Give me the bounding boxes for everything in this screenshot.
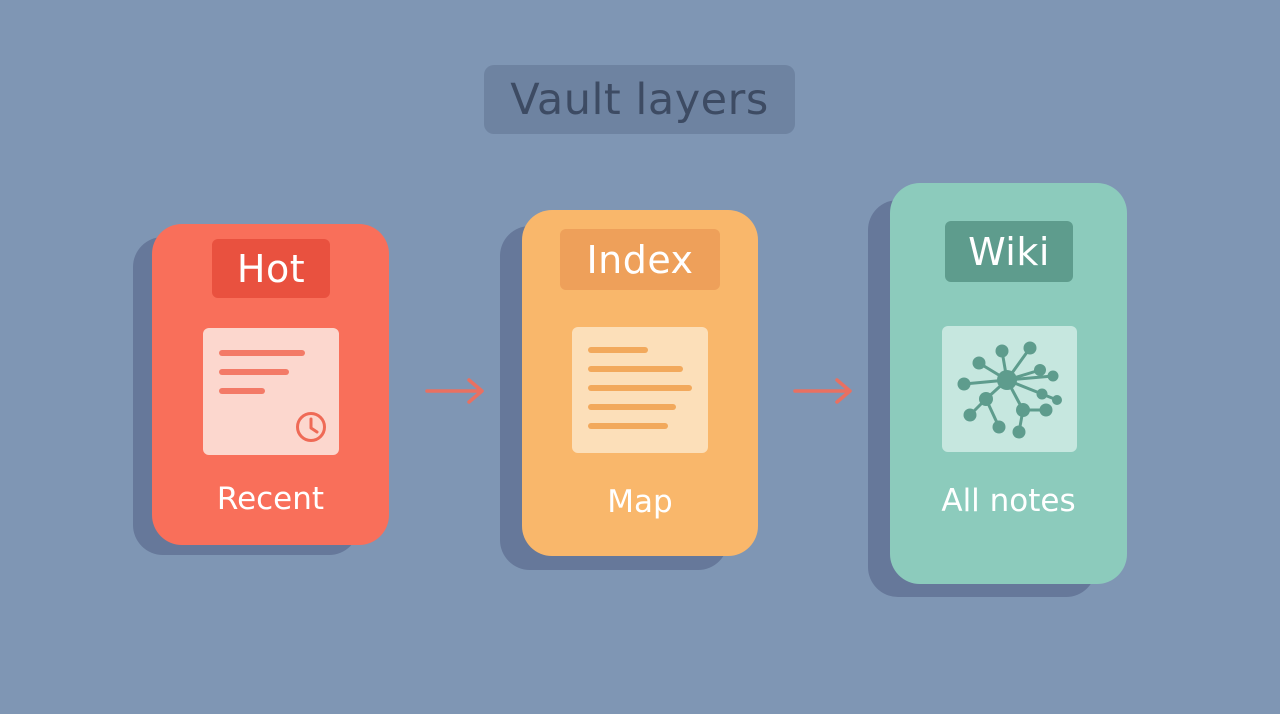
wiki-caption: All notes [941, 483, 1076, 519]
text-line [588, 423, 668, 429]
network-graph-svg [957, 341, 1062, 439]
wiki-label-pill: Wiki [945, 221, 1073, 282]
hot-caption: Recent [216, 481, 325, 517]
hot-label: Hot [236, 246, 306, 291]
index-caption: Map [607, 484, 673, 520]
hot-label-pill: Hot [212, 239, 330, 298]
network-graph-icon [942, 326, 1077, 452]
index-card: Index Map [522, 210, 758, 556]
text-line [219, 388, 265, 394]
text-line [219, 350, 305, 356]
text-line [588, 385, 692, 391]
text-line [588, 366, 683, 372]
index-label: Index [586, 237, 694, 282]
document-lines-icon [572, 327, 708, 453]
clock-document-icon [203, 328, 339, 455]
text-line [588, 347, 648, 353]
arrow-right-icon [793, 378, 852, 404]
text-line [219, 369, 289, 375]
arrow-right-icon [425, 378, 484, 404]
clock-icon [296, 412, 326, 442]
title-chip: Vault layers [484, 65, 795, 134]
index-label-pill: Index [560, 229, 720, 290]
text-line [588, 404, 676, 410]
hot-card: Hot Recent [152, 224, 389, 545]
diagram-title: Vault layers [510, 74, 769, 125]
wiki-card: Wiki [890, 183, 1127, 584]
wiki-label: Wiki [968, 229, 1050, 274]
